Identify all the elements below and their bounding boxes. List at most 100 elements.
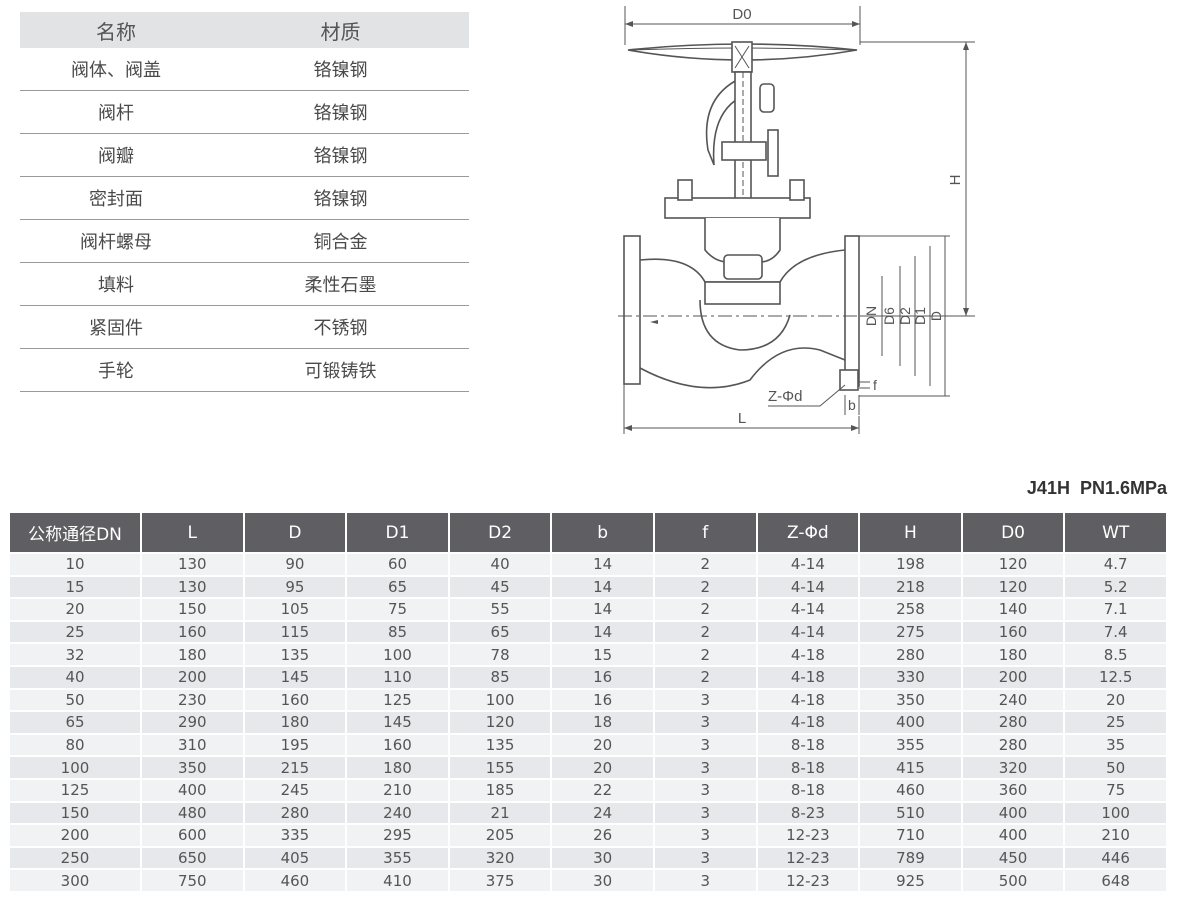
dimensions-cell: 120 <box>960 552 1064 575</box>
dimensions-cell: 258 <box>858 597 961 620</box>
materials-row: 阀杆螺母铜合金 <box>20 219 469 263</box>
dimensions-cell: 200 <box>10 823 140 846</box>
material-part-name: 阀杆 <box>20 90 212 134</box>
dimensions-cell: 120 <box>447 710 551 733</box>
dimensions-header-cell: 公称通径DN <box>10 513 140 552</box>
dimensions-cell: 12-23 <box>755 845 859 869</box>
dimensions-cell: 100 <box>1063 800 1166 824</box>
dimensions-cell: 32 <box>10 642 140 665</box>
dimensions-cell: 180 <box>140 642 243 665</box>
materials-row: 手轮可锻铸铁 <box>20 348 469 392</box>
materials-row: 密封面铬镍钢 <box>20 176 469 220</box>
dimensions-cell: 7.1 <box>1063 597 1166 620</box>
dimensions-cell: 16 <box>550 664 653 688</box>
dimensions-cell: 460 <box>242 868 346 891</box>
dimensions-cell: 35 <box>1063 732 1166 756</box>
dimensions-cell: 30 <box>550 845 653 869</box>
dimensions-cell: 350 <box>140 755 243 778</box>
material-value: 铬镍钢 <box>212 176 469 220</box>
dimensions-cell: 3 <box>652 800 756 824</box>
dimensions-cell: 3 <box>652 755 756 778</box>
dimensions-cell: 65 <box>345 574 448 598</box>
dimensions-cell: 130 <box>140 574 243 598</box>
dimensions-header-cell: f <box>652 513 756 552</box>
dimensions-cell: 25 <box>10 619 140 643</box>
dimensions-cell: 648 <box>1063 868 1166 891</box>
dimensions-cell: 45 <box>447 574 551 598</box>
dimensions-cell: 75 <box>1063 777 1166 801</box>
dimensions-cell: 3 <box>652 687 756 711</box>
label-zd: Z-Φd <box>768 388 802 405</box>
dimensions-cell: 14 <box>550 552 653 575</box>
dimensions-cell: 925 <box>858 868 961 891</box>
dimensions-cell: 125 <box>345 687 448 711</box>
dimensions-cell: 8-18 <box>755 732 859 756</box>
material-part-name: 密封面 <box>20 176 212 220</box>
dimensions-cell: 12.5 <box>1063 664 1166 688</box>
dimensions-cell: 360 <box>960 777 1064 801</box>
materials-row: 阀瓣铬镍钢 <box>20 133 469 177</box>
dimensions-cell: 160 <box>242 687 346 711</box>
model-label: J41H PN1.6MPa <box>1026 478 1167 498</box>
dimensions-header-cell: L <box>140 513 243 552</box>
materials-row: 阀体、阀盖铬镍钢 <box>20 48 469 91</box>
dimensions-cell: 150 <box>10 800 140 824</box>
dimensions-cell: 2 <box>652 642 756 665</box>
dimensions-cell: 2 <box>652 664 756 688</box>
dimensions-cell: 24 <box>550 800 653 824</box>
dimensions-cell: 20 <box>1063 687 1166 711</box>
dimensions-cell: 50 <box>1063 755 1166 778</box>
dimensions-cell: 195 <box>242 732 346 756</box>
dimensions-header-cell: D2 <box>447 513 551 552</box>
materials-row: 填料柔性石墨 <box>20 262 469 306</box>
dimensions-cell: 185 <box>447 777 551 801</box>
dimensions-header-cell: D1 <box>345 513 448 552</box>
dimensions-cell: 480 <box>140 800 243 824</box>
dimensions-cell: 210 <box>345 777 448 801</box>
dimensions-cell: 30 <box>550 868 653 891</box>
label-d: D <box>928 311 944 321</box>
dimensions-cell: 200 <box>140 664 243 688</box>
dimensions-header-cell: D <box>242 513 346 552</box>
dimensions-cell: 4-18 <box>755 642 859 665</box>
dimensions-cell: 750 <box>140 868 243 891</box>
dimensions-cell: 3 <box>652 823 756 846</box>
dimensions-cell: 410 <box>345 868 448 891</box>
dimensions-cell: 120 <box>960 574 1064 598</box>
dimensions-cell: 55 <box>447 597 551 620</box>
dimensions-cell: 15 <box>550 642 653 665</box>
dimensions-cell: 4-14 <box>755 574 859 598</box>
dimensions-cell: 110 <box>345 664 448 688</box>
dimensions-cell: 155 <box>447 755 551 778</box>
dimensions-cell: 650 <box>140 845 243 869</box>
materials-body: 阀体、阀盖铬镍钢阀杆铬镍钢阀瓣铬镍钢密封面铬镍钢阀杆螺母铜合金填料柔性石墨紧固件… <box>20 48 469 392</box>
material-value: 可锻铸铁 <box>212 348 469 392</box>
dimensions-cell: 280 <box>242 800 346 824</box>
dimensions-cell: 180 <box>345 755 448 778</box>
dimensions-cell: 20 <box>10 597 140 620</box>
dimensions-cell: 20 <box>550 732 653 756</box>
dimensions-cell: 8.5 <box>1063 642 1166 665</box>
material-value: 柔性石墨 <box>212 262 469 306</box>
dimensions-header-cell: H <box>858 513 961 552</box>
dimensions-cell: 4-18 <box>755 710 859 733</box>
dimensions-cell: 180 <box>960 642 1064 665</box>
dimensions-cell: 145 <box>242 664 346 688</box>
dimensions-cell: 100 <box>345 642 448 665</box>
dimensions-cell: 14 <box>550 597 653 620</box>
material-value: 铜合金 <box>212 219 469 263</box>
dimensions-cell: 400 <box>858 710 961 733</box>
dimensions-cell: 450 <box>960 845 1064 869</box>
dimensions-cell: 218 <box>858 574 961 598</box>
dimensions-cell: 295 <box>345 823 448 846</box>
material-part-name: 填料 <box>20 262 212 306</box>
dimensions-cell: 80 <box>10 732 140 756</box>
label-d0: D0 <box>732 6 751 23</box>
dimensions-cell: 446 <box>1063 845 1166 869</box>
